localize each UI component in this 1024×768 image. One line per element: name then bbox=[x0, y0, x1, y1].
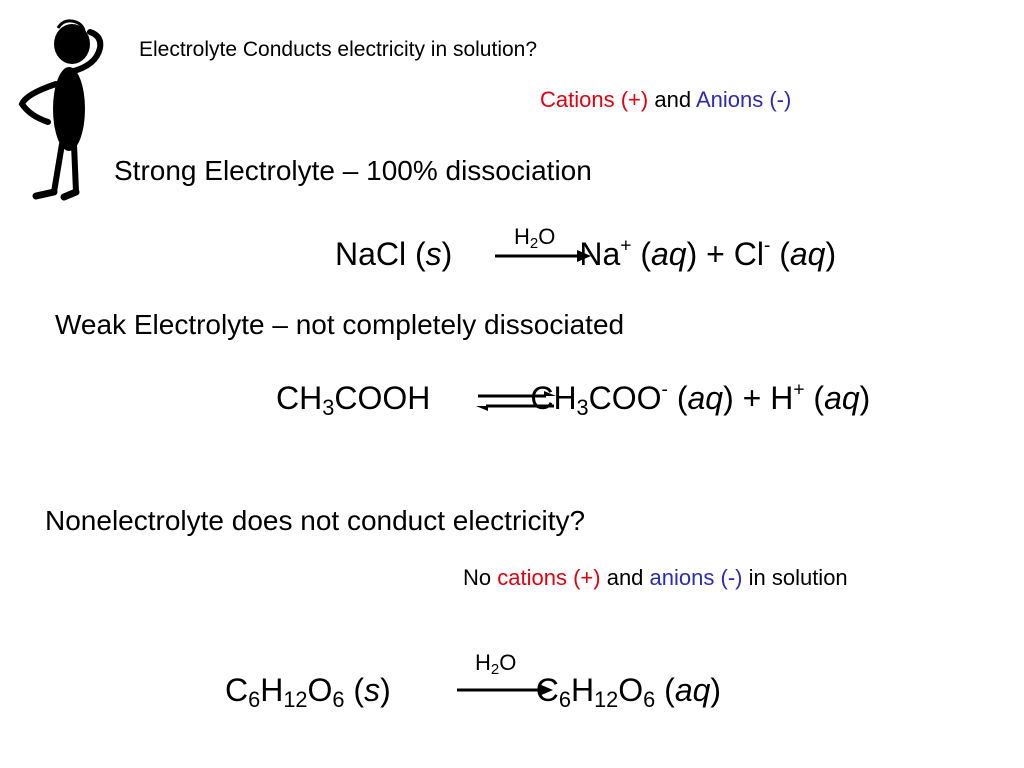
eq1-solvent-label: H2O bbox=[514, 224, 556, 253]
eq1-close3: ) bbox=[825, 236, 837, 272]
eq2-r-rest: COOH bbox=[334, 380, 431, 416]
eq1-open3: ( bbox=[779, 236, 790, 272]
eq2-mid: ) + H bbox=[723, 380, 794, 416]
strong-electrolyte-heading: Strong Electrolyte – 100% dissociation bbox=[114, 155, 592, 186]
h-subscript: 2 bbox=[529, 235, 539, 253]
eq3-p-c-sub: 6 bbox=[558, 687, 571, 713]
reaction-arrow-icon bbox=[457, 684, 553, 696]
eq3-state-aq: aq bbox=[674, 672, 711, 708]
anions-label-2: anions (-) bbox=[649, 565, 743, 590]
eq3-p-o: O bbox=[618, 672, 644, 708]
eq2-r-sub: 3 bbox=[322, 395, 335, 421]
and-label-2: and bbox=[606, 565, 644, 590]
h-symbol-2: H bbox=[475, 650, 491, 675]
h-subscript-2: 2 bbox=[490, 661, 500, 679]
eq3-o-sub: 6 bbox=[332, 687, 345, 713]
weak-electrolyte-heading: Weak Electrolyte – not completely dissoc… bbox=[55, 309, 625, 340]
eq1-open2: ( bbox=[640, 236, 651, 272]
eq2-close2: ) bbox=[859, 380, 871, 416]
o-symbol-2: O bbox=[499, 650, 517, 675]
eq2-h-charge: + bbox=[793, 379, 805, 401]
eq2-p-charge: - bbox=[661, 379, 668, 401]
eq1-cl-charge: - bbox=[763, 235, 771, 257]
eq3-p-h: H bbox=[570, 672, 595, 708]
eq1-mid: ) + Cl bbox=[686, 236, 764, 272]
eq3-open2: ( bbox=[664, 672, 675, 708]
eq3-close2: ) bbox=[710, 672, 722, 708]
eq2-p-sub: 3 bbox=[576, 395, 589, 421]
nacl-equation: NaCl (s)Na+ (aq) + Cl- (aq) bbox=[335, 236, 836, 273]
thinking-stick-figure-icon bbox=[18, 19, 104, 201]
glucose-equation: C6H12O6 (s)C6H12O6 (aq) bbox=[225, 672, 722, 713]
no-ions-note: No cations (+) and anions (-) in solutio… bbox=[463, 565, 848, 591]
cations-label: Cations (+) bbox=[540, 87, 649, 112]
no-label: No bbox=[463, 565, 492, 590]
eq3-h-sub: 12 bbox=[283, 687, 308, 713]
eq1-close: ) bbox=[441, 236, 453, 272]
in-solution-label: in solution bbox=[748, 565, 848, 590]
cations-label-2: cations (+) bbox=[497, 565, 601, 590]
eq1-state-aq2: aq bbox=[789, 236, 826, 272]
eq2-r-ch: CH bbox=[276, 380, 323, 416]
eq2-state-aq1: aq bbox=[687, 380, 724, 416]
eq3-o: O bbox=[307, 672, 333, 708]
eq3-c: C bbox=[225, 672, 249, 708]
eq1-na-charge: + bbox=[620, 235, 632, 257]
eq3-p-h-sub: 12 bbox=[594, 687, 619, 713]
eq3-p-o-sub: 6 bbox=[643, 687, 656, 713]
eq1-reactant: NaCl ( bbox=[335, 236, 426, 272]
eq2-open2: ( bbox=[813, 380, 825, 416]
ions-note: Cations (+) and Anions (-) bbox=[540, 87, 791, 113]
eq2-p-ch: CH bbox=[530, 380, 577, 416]
eq2-open1: ( bbox=[676, 380, 688, 416]
equilibrium-arrow-icon bbox=[476, 391, 556, 411]
question-electrolyte: Electrolyte Conducts electricity in solu… bbox=[139, 38, 538, 61]
eq3-close1: ) bbox=[380, 672, 391, 708]
o-symbol: O bbox=[538, 224, 556, 249]
nonelectrolyte-heading: Nonelectrolyte does not conduct electric… bbox=[45, 505, 586, 536]
eq3-c-sub: 6 bbox=[248, 687, 261, 713]
reaction-arrow-icon bbox=[495, 250, 591, 262]
eq1-state-s: s bbox=[425, 236, 442, 272]
eq3-h: H bbox=[260, 672, 284, 708]
anions-label: Anions (-) bbox=[695, 87, 792, 112]
eq1-state-aq1: aq bbox=[651, 236, 687, 272]
eq3-state-s: s bbox=[364, 672, 381, 708]
eq2-p-rest: COO bbox=[588, 380, 662, 416]
eq3-solvent-label: H2O bbox=[475, 650, 517, 679]
and-label: and bbox=[654, 87, 692, 112]
eq2-state-aq2: aq bbox=[824, 380, 860, 416]
eq3-open1: ( bbox=[353, 672, 365, 708]
h-symbol: H bbox=[514, 224, 530, 249]
